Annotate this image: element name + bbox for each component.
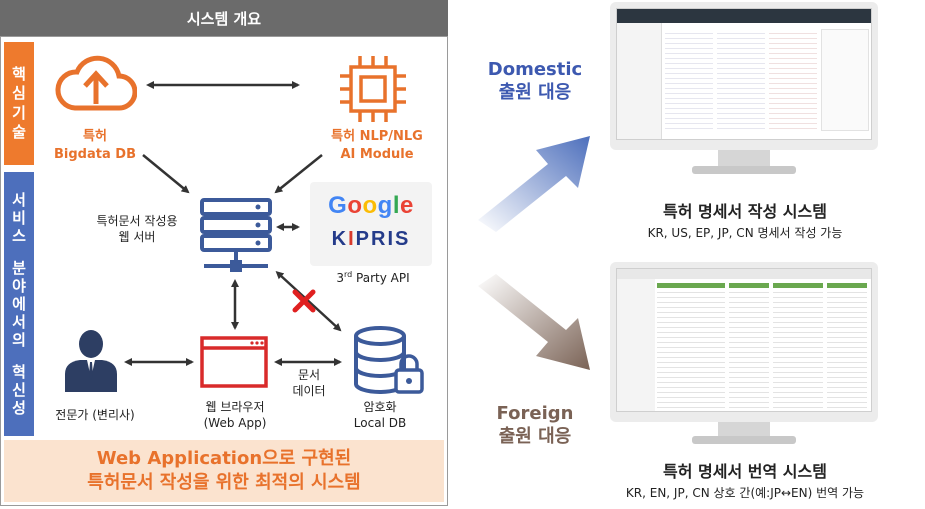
server-db-link <box>275 270 342 332</box>
writing-system-title: 특허 명세서 작성 시스템 <box>663 202 827 221</box>
cloud-upload-icon <box>55 55 137 111</box>
domestic-arrow-icon <box>478 136 590 232</box>
foreign-line2: 출원 대응 <box>498 426 572 448</box>
overview-frame <box>0 36 448 506</box>
ai-chip-icon <box>340 56 406 122</box>
sidebar-char: 심 <box>12 84 26 102</box>
sidebar-char: 비 <box>12 209 26 227</box>
browser-label: 웹 브라우저 (Web App) <box>180 400 290 431</box>
expert-label: 전문가 (변리사) <box>55 408 135 422</box>
monitor-stand-2 <box>718 422 770 438</box>
local-db-label: 암호화 Local DB <box>340 400 420 431</box>
expert-person-icon <box>65 330 117 392</box>
translation-system-screen <box>616 268 872 412</box>
diagram-connectors <box>124 81 342 366</box>
google-logo: Google <box>328 192 414 219</box>
translation-system-monitor <box>610 262 878 422</box>
sidebar-char: 신 <box>12 381 26 399</box>
domestic-label: Domestic 출원 대응 <box>470 58 600 105</box>
foreign-label: Foreign 출원 대응 <box>470 402 600 449</box>
foreign-line1: Foreign <box>496 403 574 424</box>
writing-system-subtitle: KR, US, EP, JP, CN 명세서 작성 가능 <box>647 226 843 240</box>
monitor-base <box>692 166 796 174</box>
domestic-line2: 출원 대응 <box>498 82 572 104</box>
core-tech-sidebar: 핵 심 기 술 <box>4 42 34 165</box>
sidebar-char: 의 <box>12 331 26 349</box>
domestic-line1: Domestic <box>487 59 583 80</box>
tp-pre: 3 <box>336 271 344 285</box>
tp-post: Party API <box>352 271 410 285</box>
ai-module-label: 특허 NLP/NLG AI Module <box>318 128 436 163</box>
web-server-line2: 웹 서버 <box>118 229 156 244</box>
server-icon <box>200 198 272 272</box>
sidebar-char: 술 <box>12 123 26 141</box>
blocked-x-icon <box>292 289 316 313</box>
ai-module-line2: AI Module <box>340 146 414 162</box>
monitor-base-2 <box>692 436 796 444</box>
service-innovation-sidebar: 서 비 스 분 야 에 서 의 혁 신 성 <box>4 172 34 436</box>
summary-line1: Web Application으로 구현된 <box>96 447 352 469</box>
third-party-logos: Google KIPRIS <box>310 182 432 266</box>
summary-line2: 특허문서 작성을 위한 최적의 시스템 <box>87 472 361 493</box>
bigdata-line2: Bigdata DB <box>54 146 136 162</box>
system-overview-title: 시스템 개요 <box>0 0 448 36</box>
ai-module-line1: 특허 NLP/NLG <box>331 129 423 144</box>
foreign-arrow-icon <box>478 274 590 370</box>
web-server-label: 특허문서 작성용 웹 서버 <box>82 214 192 245</box>
sidebar-char: 핵 <box>12 64 26 83</box>
kipris-logo: KIPRIS <box>331 228 411 250</box>
summary-band: Web Application으로 구현된 특허문서 작성을 위한 최적의 시스… <box>4 440 444 502</box>
sidebar-char: 성 <box>12 399 26 417</box>
sidebar-char: 혁 <box>12 363 26 381</box>
local-db-line1: 암호화 <box>363 400 397 414</box>
sidebar-char: 서 <box>12 313 26 331</box>
browser-window-icon <box>200 336 268 388</box>
tp-sup: rd <box>344 270 353 279</box>
writing-system-screen <box>616 8 872 140</box>
web-server-line1: 특허문서 작성용 <box>96 214 178 228</box>
browser-line2: (Web App) <box>203 415 267 430</box>
browser-line1: 웹 브라우저 <box>205 400 265 414</box>
bigdata-server-link <box>142 154 190 194</box>
sidebar-char: 분 <box>12 259 26 277</box>
monitor-stand <box>718 150 770 168</box>
ai-server-link <box>274 154 323 194</box>
sidebar-char: 에 <box>12 295 26 313</box>
sidebar-char: 스 <box>12 227 26 245</box>
sidebar-char: 기 <box>12 103 26 122</box>
doc-data-line1: 문서 <box>297 368 321 382</box>
encrypted-db-icon <box>354 326 424 394</box>
writing-system-monitor <box>610 2 878 150</box>
third-party-label: 3rd Party API <box>318 270 428 287</box>
document-data-label: 문서 데이터 <box>284 368 334 399</box>
doc-data-line2: 데이터 <box>292 383 326 398</box>
sidebar-char: 서 <box>12 191 26 209</box>
sidebar-char: 야 <box>12 277 26 295</box>
translation-system-subtitle: KR, EN, JP, CN 상호 간(예:JP↔EN) 번역 가능 <box>625 486 865 500</box>
local-db-line2: Local DB <box>353 415 407 430</box>
bigdata-label: 특허 Bigdata DB <box>45 128 145 163</box>
bigdata-line1: 특허 <box>83 129 107 144</box>
translation-system-title: 특허 명세서 번역 시스템 <box>663 462 827 481</box>
